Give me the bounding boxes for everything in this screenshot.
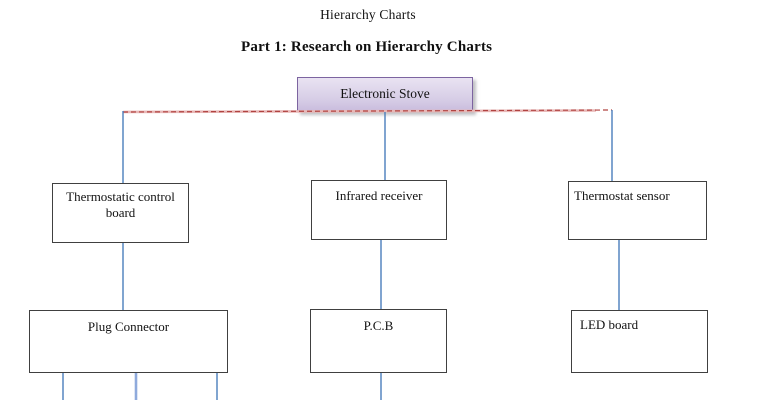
page-title: Hierarchy Charts (320, 7, 416, 22)
node-label: Plug Connector (87, 319, 170, 334)
node-label: Electronic Stove (340, 86, 430, 102)
node-led-board[interactable]: LED board (571, 310, 708, 373)
node-thermostat-sensor[interactable]: Thermostat sensor (568, 181, 707, 240)
node-thermostatic-control-board[interactable]: Thermostatic control board (52, 183, 189, 243)
node-label: LED board (580, 317, 639, 332)
section-heading: Part 1: Research on Hierarchy Charts (241, 39, 493, 55)
node-label: Thermostatic control board (66, 189, 175, 220)
node-pcb[interactable]: P.C.B (310, 309, 447, 373)
node-infrared-receiver[interactable]: Infrared receiver (311, 180, 447, 240)
node-plug-connector[interactable]: Plug Connector (29, 310, 228, 373)
node-label: Thermostat sensor (574, 188, 670, 203)
node-electronic-stove[interactable]: Electronic Stove (297, 77, 473, 112)
node-label: Infrared receiver (335, 188, 423, 203)
node-label: P.C.B (363, 318, 394, 333)
